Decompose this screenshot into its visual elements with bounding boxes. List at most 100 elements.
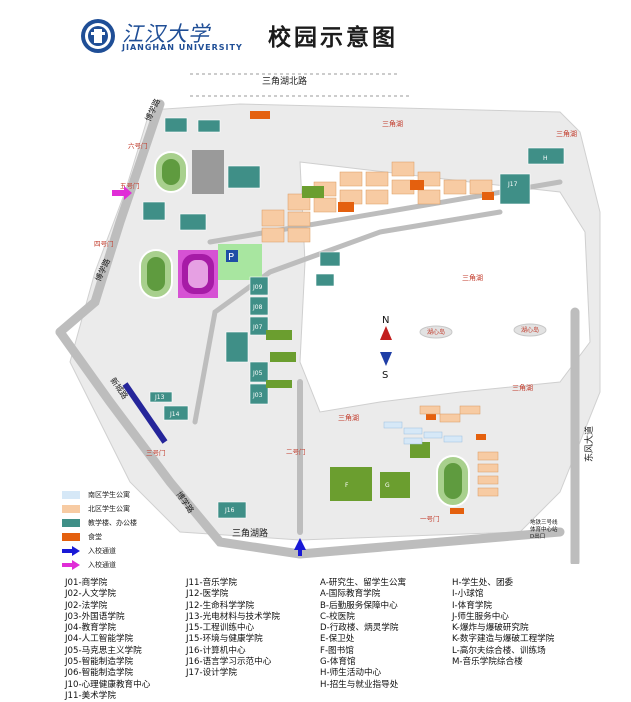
- index-item: J12-生命科学学院: [186, 600, 255, 611]
- gate-label-3: 三号门: [146, 448, 166, 457]
- lake-label-island-g: 湖心岛: [521, 326, 539, 334]
- legend-swatch: [62, 533, 80, 541]
- entrance-arrow-magenta-west: [112, 186, 132, 200]
- legend-swatch: [62, 491, 80, 499]
- lake-island-1: [419, 325, 453, 339]
- legend-item-entrance-blue: 入校通道: [62, 544, 116, 558]
- building-label-j09: J09: [252, 284, 263, 291]
- index-item: K-数字建造与爆破工程学院: [452, 634, 555, 645]
- north-boundary: [190, 73, 410, 97]
- metro-station-label: 地铁三号线 体育中心站 D出口: [530, 518, 559, 540]
- road-label-east: 东风大道: [583, 426, 595, 462]
- parking-icon: P: [228, 252, 234, 263]
- index-item: J04-人工智能学院: [65, 634, 134, 645]
- building-label-j05: J05: [252, 370, 263, 377]
- building-labels: J17 J13 J14 J16 J09 J08 J07 J05 J03 H G …: [154, 155, 548, 514]
- lake-label-a: 三角湖: [382, 119, 403, 128]
- index-item: D-行政楼、炳灵学院: [320, 623, 399, 634]
- building-label-j14: J14: [169, 411, 180, 418]
- building-label-h: H: [543, 155, 548, 162]
- index-item: J06-智能制造学院: [65, 668, 134, 679]
- index-item: H-招生与就业指导处: [320, 679, 399, 690]
- legend: 南区学生公寓 北区学生公寓 教学楼、办公楼 食堂 入校通道 入校通道: [62, 488, 262, 570]
- index-item: J11-美术学院: [65, 690, 116, 701]
- index-item: B-后勤服务保障中心: [320, 600, 398, 611]
- campus-map: 三角湖北路 三角湖路 博学路 博学路 新城路 博学路 东风大道 六号门 五号门 …: [0, 62, 631, 564]
- index-item: J01-商学院: [65, 578, 108, 588]
- east-apartments: [419, 405, 499, 497]
- index-item: J02-法学院: [65, 600, 108, 611]
- index-item: J04-教育学院: [65, 623, 116, 634]
- compass-south: S: [382, 370, 388, 381]
- teaching-buildings: [142, 117, 565, 519]
- legend-swatch: [62, 505, 80, 513]
- index-item: J15-工程训练中心: [186, 623, 255, 634]
- compass: N S: [380, 315, 392, 381]
- index-item: K-爆炸与爆破研究院: [452, 623, 529, 634]
- entrance-arrow-blue-south: [294, 538, 306, 556]
- campus-map-drawing: 三角湖北路 三角湖路 博学路 博学路 新城路 博学路 东风大道 六号门 五号门 …: [55, 73, 601, 564]
- logo-chinese-name: 江汉大学: [122, 22, 210, 46]
- road-label-north: 三角湖北路: [262, 75, 307, 87]
- index-item: J11-音乐学院: [186, 578, 237, 588]
- sports-fields: [139, 151, 470, 507]
- lake-label-e: 三角湖: [338, 413, 359, 422]
- legend-item-south-apartments: 南区学生公寓: [62, 488, 130, 502]
- building-label-j08: J08: [252, 304, 263, 311]
- building-label-g: G: [385, 482, 390, 489]
- index-column-3: A-研究生、留学生公寓 A-国际教育学院 B-后勤服务保障中心 C-校医院 D-…: [320, 578, 406, 691]
- legend-swatch: [62, 519, 80, 527]
- building-label-j13: J13: [154, 394, 165, 401]
- index-item: J05-智能制造学院: [65, 657, 134, 668]
- legend-item-north-apartments: 北区学生公寓: [62, 502, 130, 516]
- index-item: J05-马克思主义学院: [65, 645, 142, 656]
- index-item: E-保卫处: [320, 634, 355, 645]
- index-item: J12-医学院: [186, 589, 229, 600]
- building-label-j07: J07: [252, 324, 263, 331]
- index-column-1: J01-商学院 J02-人文学院 J02-法学院 J03-外国语学院 J04-教…: [65, 578, 150, 702]
- index-item: I-体育学院: [452, 600, 493, 611]
- index-item: J02-人文学院: [65, 589, 116, 600]
- index-item: A-研究生、留学生公寓: [320, 578, 407, 588]
- building-label-j03: J03: [252, 392, 263, 399]
- canteens: [250, 111, 494, 514]
- arrow-right-icon: [62, 560, 80, 570]
- lake-label-b: 三角湖: [556, 129, 577, 138]
- index-item: M-音乐学院综合楼: [452, 657, 523, 668]
- lake-label-island-f: 湖心岛: [427, 328, 445, 336]
- building-label-j16: J16: [224, 507, 235, 514]
- compass-north: N: [382, 315, 389, 326]
- index-item: H-师生活动中心: [320, 668, 382, 679]
- gate-label-6: 六号门: [128, 141, 148, 150]
- building-label-j17: J17: [507, 181, 518, 188]
- building-index: J01-商学院 J02-人文学院 J02-法学院 J03-外国语学院 J04-教…: [0, 578, 631, 701]
- lake-label-c: 三角湖: [462, 273, 483, 282]
- index-item: C-校医院: [320, 611, 355, 622]
- page-title: 校园示意图: [268, 25, 398, 51]
- header: 江汉大学 JIANGHAN UNIVERSITY 校园示意图: [0, 0, 631, 62]
- olive-green-buildings: [266, 186, 430, 501]
- index-item: J-师生服务中心: [452, 611, 509, 622]
- index-item: L-高尔夫综合楼、训练场: [452, 645, 546, 656]
- index-item: H-学生处、团委: [452, 578, 514, 588]
- index-item: J03-外国语学院: [65, 611, 125, 622]
- legend-item-canteen: 食堂: [62, 530, 102, 544]
- building-label-f: F: [345, 482, 349, 489]
- index-column-4: H-学生处、团委 I-小球馆 I-体育学院 J-师生服务中心 K-爆炸与爆破研究…: [452, 578, 554, 668]
- index-item: G-体育馆: [320, 657, 356, 668]
- logo-english-name: JIANGHAN UNIVERSITY: [122, 43, 243, 52]
- index-item: J16-语言学习示范中心: [186, 657, 272, 668]
- index-item: J17-设计学院: [186, 668, 237, 679]
- legend-item-teaching-buildings: 教学楼、办公楼: [62, 516, 137, 530]
- lake-island-2: [513, 323, 547, 337]
- index-item: F-图书馆: [320, 645, 354, 656]
- lake: [299, 161, 591, 413]
- gate-label-2: 二号门: [286, 447, 306, 456]
- grey-block: [192, 150, 224, 194]
- index-item: A-国际教育学院: [320, 589, 381, 600]
- index-item: J13-光电材料与技术学院: [186, 611, 280, 622]
- index-column-2: J11-音乐学院 J12-医学院 J12-生命科学学院 J13-光电材料与技术学…: [186, 578, 280, 680]
- gate-label-5: 五号门: [120, 181, 140, 190]
- index-item: J16-计算机中心: [186, 645, 246, 656]
- arrow-right-icon: [62, 546, 80, 556]
